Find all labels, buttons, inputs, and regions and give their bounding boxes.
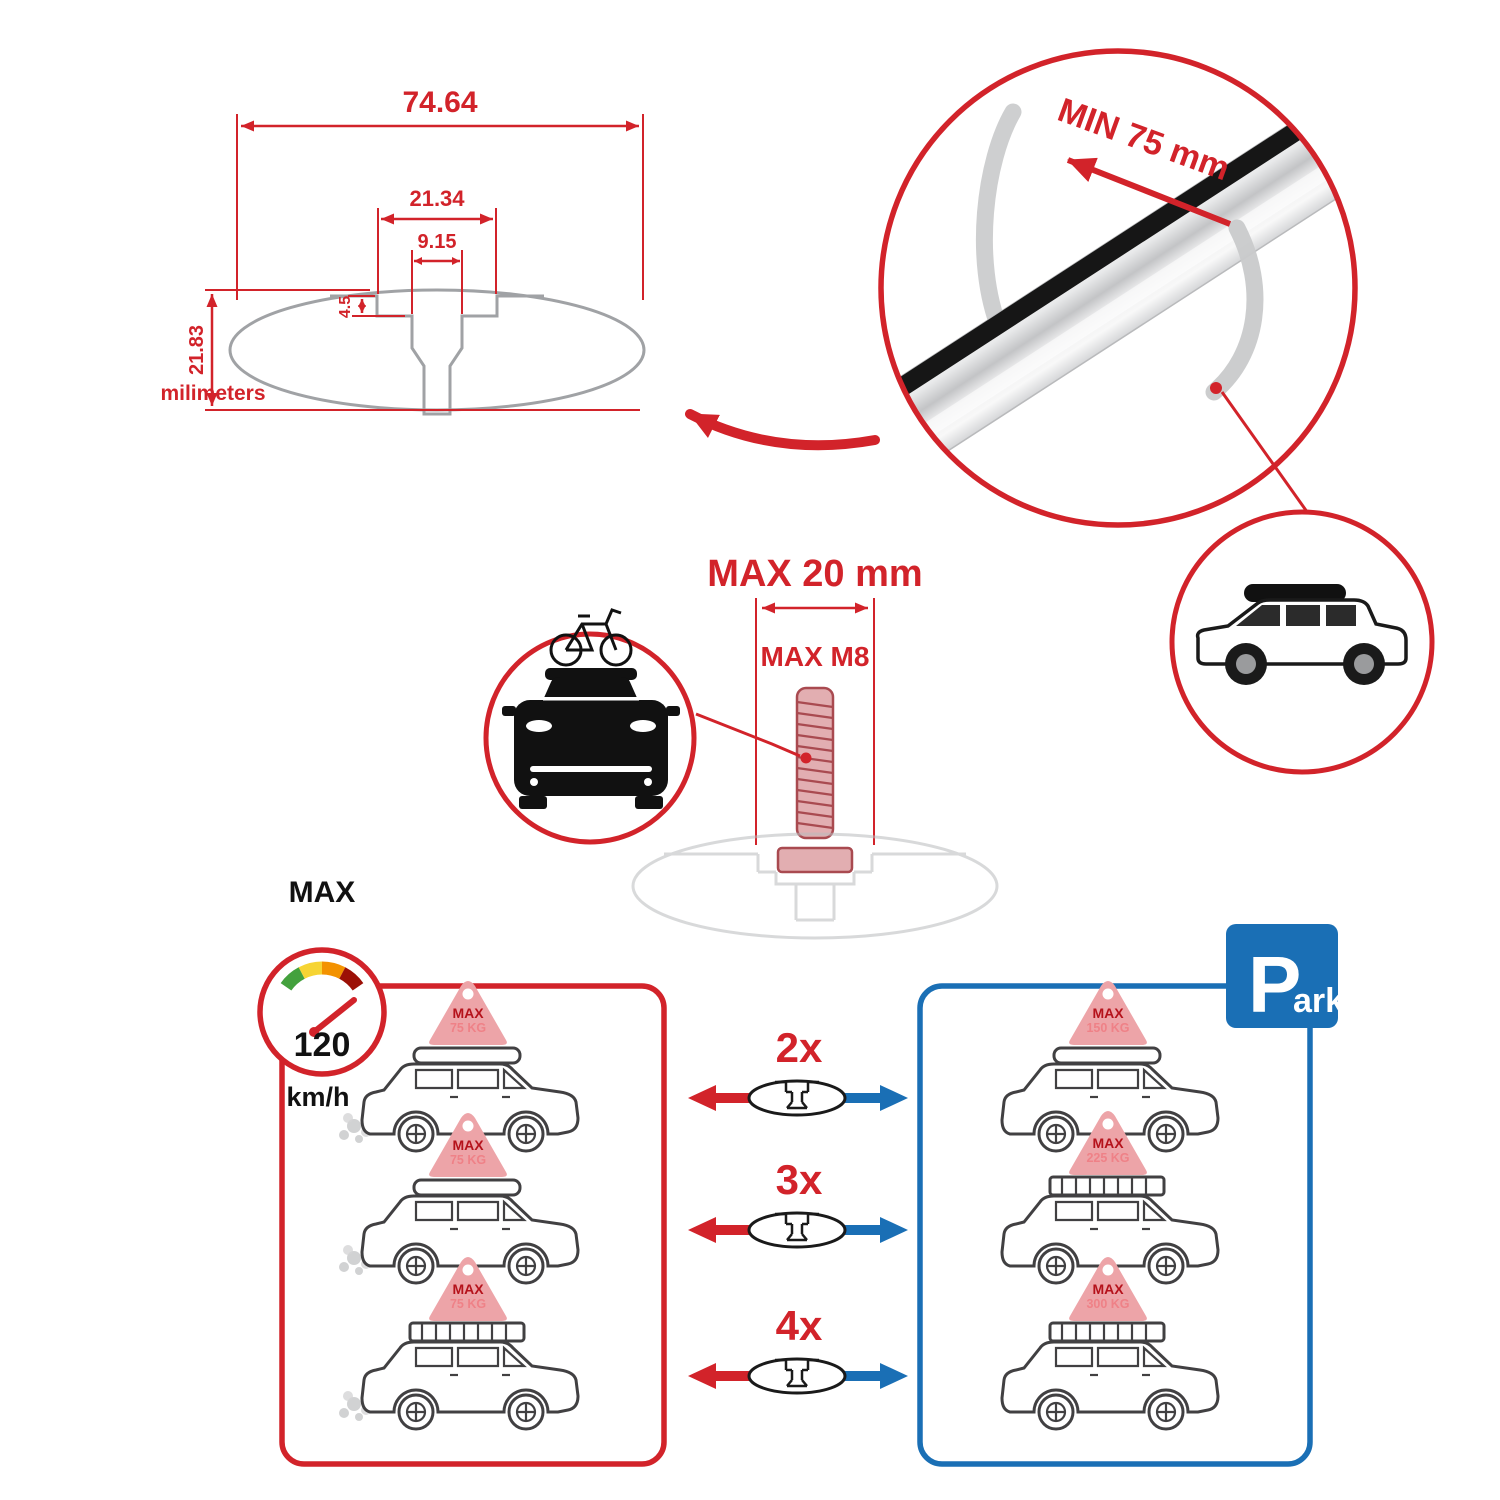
parking-car-3: MAX 300 KG [1000, 1257, 1220, 1431]
blue-arrow-right-2 [834, 1217, 908, 1243]
speed-unit-label: km/h [286, 1082, 349, 1112]
dim-lip-depth-label: 4.5 [337, 296, 354, 318]
load-sign-75-2: MAX 75 KG [429, 1113, 507, 1177]
parking-sign-ark: ark [1293, 982, 1344, 1020]
t-bolt [776, 686, 854, 874]
callout-dot [1210, 382, 1222, 394]
speed-value: 120 [294, 1026, 351, 1064]
parking-car-1: MAX 150 KG [1000, 981, 1220, 1153]
bolt-callout-dot [800, 752, 812, 764]
units-label: milimeters [160, 382, 265, 405]
red-arrow-left-3 [688, 1363, 762, 1389]
roof-box-icon [1244, 584, 1346, 602]
bolt-ext-lines [755, 598, 875, 845]
bolt-detail: MAX 20 mm MAX M8 [483, 553, 999, 940]
bar-count-label-3x: 3x [776, 1156, 823, 1203]
load-sign-300: MAX 300 KG [1069, 1257, 1147, 1321]
dim-channel-width-label: 21.34 [409, 186, 465, 211]
suv-roofbox-circle [1169, 509, 1435, 775]
dim-slot-width-label: 9.15 [418, 231, 457, 253]
sign-title: MAX [1092, 1005, 1124, 1021]
clamp-strap-left [975, 103, 1022, 339]
gauge-needle [311, 997, 357, 1035]
clamp-strap-right [1205, 219, 1264, 401]
sign-title: MAX [452, 1005, 484, 1021]
bolt-max-length-label: MAX 20 mm [707, 553, 922, 595]
red-arrow-left-2 [688, 1217, 762, 1243]
load-sign-225: MAX 225 KG [1069, 1111, 1147, 1175]
dim-total-height-label: 21.83 [186, 325, 208, 375]
suv-with-roofbox [1195, 584, 1408, 685]
profile-icon-2 [747, 1211, 847, 1249]
leader-to-car-circle [1220, 391, 1312, 517]
load-sign-75-3: MAX 75 KG [429, 1257, 507, 1321]
dim-ext-total-width [236, 114, 644, 300]
min-span-arrow [1066, 157, 1232, 227]
red-arrow-left-1 [688, 1085, 762, 1111]
sign-title: MAX [1092, 1281, 1124, 1297]
sign-title: MAX [1092, 1135, 1124, 1151]
bolt-max-thread-label: MAX M8 [761, 641, 870, 672]
cross-section-drawing: 74.64 21.34 9.15 4.5 21.83 milimeters [160, 86, 646, 416]
rubber-strip [881, 85, 1355, 422]
parking-sign-p: P [1248, 940, 1301, 1029]
sign-load: 75 KG [450, 1153, 486, 1167]
car-front-circle [483, 608, 697, 845]
driving-car-3: MAX 75 KG [339, 1257, 580, 1431]
bar-count-label-2x: 2x [776, 1024, 823, 1071]
blue-arrow-right-1 [834, 1085, 908, 1111]
min-span-label: MIN 75 mm [1053, 91, 1235, 188]
parking-sign-plate [1226, 924, 1338, 1028]
car-front-icon [502, 668, 680, 809]
dim-ext-channel-width [377, 208, 497, 294]
speed-max-label: MAX [289, 876, 356, 909]
parking-sign: P ark [1226, 924, 1344, 1029]
parking-car-2: MAX 225 KG [1000, 1111, 1220, 1285]
driving-car-1: MAX 75 KG [339, 981, 580, 1153]
profile-icon-3 [747, 1357, 847, 1395]
driving-car-2: MAX 75 KG [339, 1113, 580, 1285]
profile-t-slot [330, 294, 544, 416]
sign-load: 75 KG [450, 1021, 486, 1035]
dim-ext-total-height [205, 289, 640, 411]
sign-load: 150 KG [1086, 1021, 1129, 1035]
bar-count-rows: 2x 3x 4x [688, 1024, 908, 1395]
profile-ellipse [228, 288, 646, 412]
dim-ext-slot-width [411, 250, 463, 314]
load-sign-75-1: MAX 75 KG [429, 981, 507, 1045]
sign-title: MAX [452, 1281, 484, 1297]
load-sign-150: MAX 150 KG [1069, 981, 1147, 1045]
leader-to-bolt [695, 712, 801, 758]
sign-title: MAX [452, 1137, 484, 1153]
profile-icon-1 [747, 1079, 847, 1117]
sign-load: 75 KG [450, 1297, 486, 1311]
bar-count-label-4x: 4x [776, 1302, 823, 1349]
detail-circle [878, 48, 1358, 528]
sign-load: 300 KG [1086, 1297, 1129, 1311]
pointer-arrow-to-drawing [685, 409, 880, 451]
bicycle-icon [549, 608, 633, 667]
dim-ext-lip-depth [348, 295, 405, 317]
speed-limit-gauge: 120 [257, 947, 387, 1077]
blue-arrow-right-3 [834, 1363, 908, 1389]
sign-load: 225 KG [1086, 1151, 1129, 1165]
dim-total-width-label: 74.64 [402, 86, 477, 119]
crossbar-detail: MIN 75 mm [878, 48, 1435, 775]
faded-profile [631, 832, 999, 940]
